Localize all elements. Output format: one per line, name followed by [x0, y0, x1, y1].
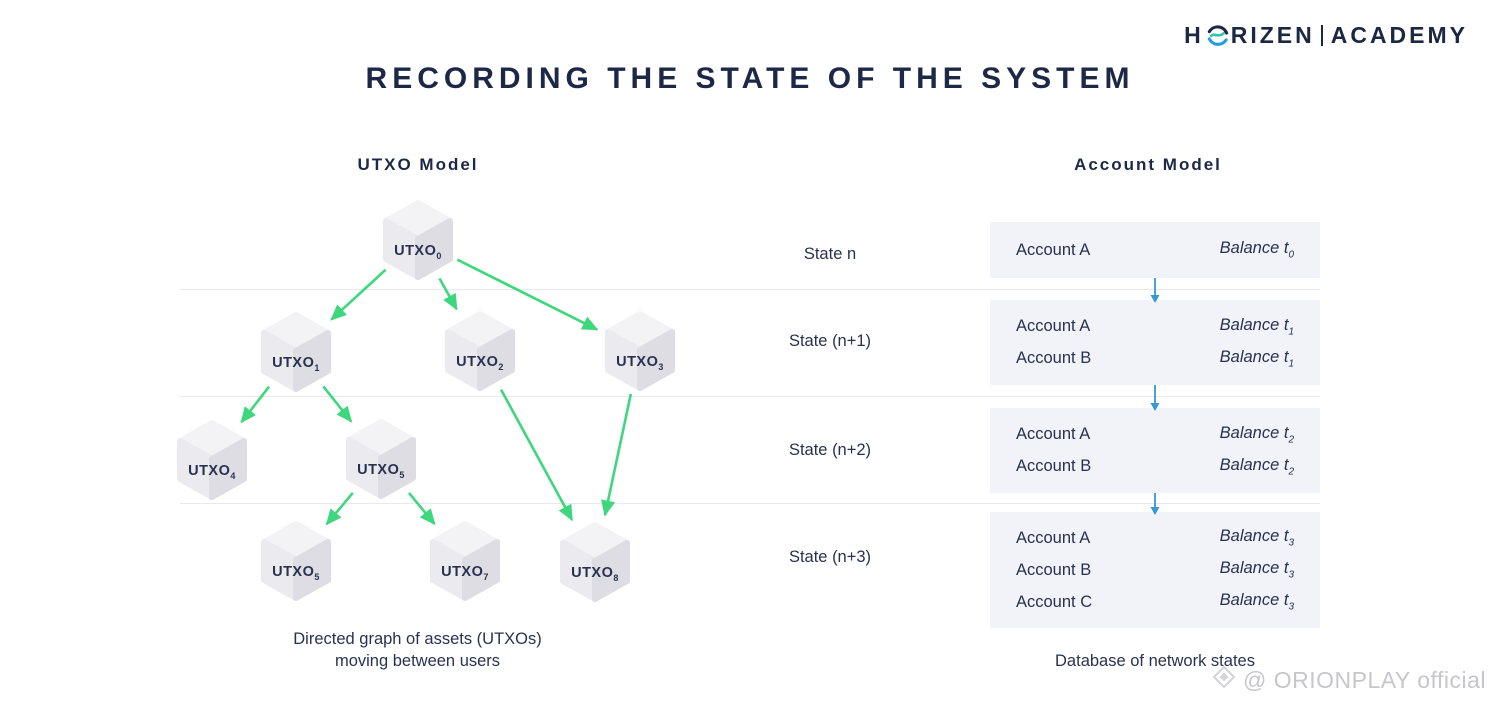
- account-name: Account A: [1016, 317, 1091, 335]
- state-transition-arrow-0: [1148, 278, 1162, 308]
- utxo-cube-label: UTXO1: [272, 355, 320, 373]
- utxo-cube-0: UTXO0: [382, 199, 454, 281]
- state-label-1: State (n+1): [788, 332, 872, 350]
- account-name: Account B: [1016, 349, 1092, 367]
- utxo-cube-label: UTXO5: [357, 462, 405, 480]
- watermark: @ ORIONPLAY official: [1212, 665, 1486, 695]
- balance-value: Balance t0: [1219, 239, 1294, 261]
- account-model-heading: Account Model: [1074, 155, 1222, 174]
- state-label-2: State (n+2): [788, 441, 872, 459]
- utxo-cube-label: UTXO5: [272, 564, 320, 582]
- balance-value: Balance t1: [1219, 347, 1294, 370]
- state-divider-1: [180, 289, 1320, 290]
- page-title: RECORDING THE STATE OF THE SYSTEM: [365, 62, 1135, 95]
- state-transition-arrow-2: [1148, 493, 1162, 520]
- account-name: Account C: [1016, 592, 1093, 611]
- account-panel-0: Account A Balance t0: [990, 222, 1320, 278]
- utxo-cube-label: UTXO7: [441, 564, 489, 582]
- utxo-cube-label: UTXO4: [188, 463, 236, 481]
- logo-separator: [1320, 25, 1323, 46]
- utxo-cube-1: UTXO1: [260, 311, 332, 393]
- account-row: Account C Balance t3: [990, 586, 1320, 618]
- state-label-0: State n: [803, 245, 857, 263]
- utxo-caption-line2: moving between users: [334, 652, 501, 670]
- balance-value: Balance t3: [1219, 591, 1294, 613]
- balance-value: Balance t2: [1219, 455, 1294, 478]
- account-row: Account A Balance t1: [990, 311, 1320, 343]
- orionplay-diamond-icon: [1212, 665, 1236, 695]
- account-name: Account A: [1016, 240, 1091, 259]
- balance-value: Balance t2: [1219, 423, 1294, 446]
- utxo-model-heading: UTXO Model: [357, 155, 479, 174]
- account-row: Account B Balance t1: [990, 343, 1320, 375]
- watermark-text: @ ORIONPLAY official: [1243, 666, 1486, 693]
- account-name: Account A: [1016, 528, 1091, 547]
- utxo-cube-5: UTXO5: [345, 418, 417, 500]
- utxo-cube-label: UTXO2: [456, 354, 504, 372]
- utxo-cube-3: UTXO3: [604, 310, 676, 392]
- horizen-o-icon: [1205, 23, 1230, 48]
- state-divider-3: [180, 503, 1320, 504]
- utxo-cube-5b: UTXO5: [260, 520, 332, 602]
- utxo-caption: Directed graph of assets (UTXOs) moving …: [240, 628, 595, 672]
- state-divider-2: [180, 396, 1320, 397]
- logo-text-academy: ACADEMY: [1330, 22, 1468, 48]
- utxo-cube-label: UTXO3: [616, 354, 664, 372]
- account-row: Account A Balance t0: [990, 234, 1320, 266]
- horizen-academy-logo: H RIZEN ACADEMY: [1184, 22, 1468, 49]
- account-name: Account B: [1016, 457, 1092, 475]
- account-row: Account A Balance t3: [990, 522, 1320, 554]
- balance-value: Balance t3: [1219, 527, 1294, 549]
- balance-value: Balance t3: [1219, 559, 1294, 581]
- utxo-edge-3-8: [601, 393, 633, 517]
- logo-text-rizen: RIZEN: [1230, 22, 1315, 48]
- utxo-caption-line1: Directed graph of assets (UTXOs): [293, 630, 542, 648]
- account-name: Account A: [1016, 425, 1091, 443]
- state-transition-arrow-1: [1148, 385, 1162, 416]
- utxo-edge-0-1: [330, 268, 387, 321]
- logo-text-h: H: [1184, 22, 1204, 48]
- account-caption: Database of network states: [1055, 652, 1255, 670]
- utxo-cube-7: UTXO7: [429, 520, 501, 602]
- utxo-cube-label: UTXO0: [394, 243, 442, 261]
- account-row: Account A Balance t2: [990, 419, 1320, 451]
- utxo-cube-4: UTXO4: [176, 419, 248, 501]
- utxo-edge-0-2: [438, 277, 458, 311]
- account-row: Account B Balance t2: [990, 451, 1320, 483]
- state-label-3: State (n+3): [788, 548, 872, 566]
- utxo-cube-8: UTXO8: [559, 521, 631, 603]
- account-name: Account B: [1016, 560, 1092, 579]
- utxo-cube-label: UTXO8: [571, 565, 619, 583]
- utxo-edge-2-8: [499, 389, 574, 522]
- account-row: Account B Balance t3: [990, 554, 1320, 586]
- utxo-cube-2: UTXO2: [444, 310, 516, 392]
- balance-value: Balance t1: [1219, 315, 1294, 338]
